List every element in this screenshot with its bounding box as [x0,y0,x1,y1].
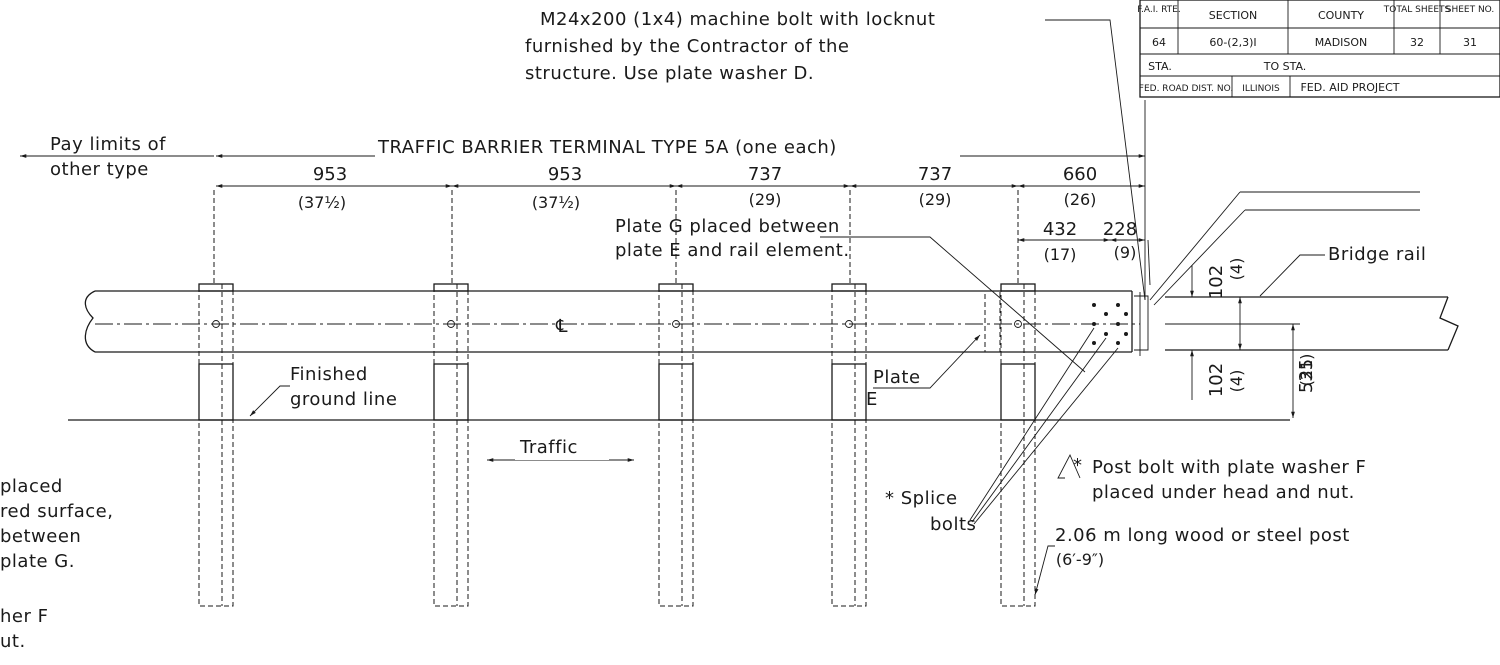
dim-21: (21) [1297,354,1316,387]
dim-102-upper: 102 [1206,265,1227,299]
post-length-note: 2.06 m long wood or steel post (6′-9″) [1034,525,1350,596]
dim-37-b: (37½) [532,193,580,212]
tb-state: ILLINOIS [1242,84,1280,94]
tb-fed-aid-project: FED. AID PROJECT [1300,81,1399,94]
plate-g-note: Plate G placed between plate E and rail … [615,216,1086,373]
dim-37-a: (37½) [298,193,346,212]
dim-4-upper: (4) [1227,258,1246,281]
tb-sta: STA. [1148,60,1172,73]
svg-text:furnished by the Contractor of: furnished by the Contractor of the [525,36,850,57]
machine-bolt-note: M24x200 (1x4) machine bolt with locknut … [525,9,1146,301]
vertical-dimensions: 102 (4) 102 (4) 535 (21) [1165,258,1317,418]
svg-text:Post bolt with plate washer F: Post bolt with plate washer F [1092,457,1366,478]
bridge-rail: Bridge rail [1147,191,1459,351]
dim-9: (9) [1114,243,1137,262]
rail-element: ℄ [84,283,1149,356]
pay-limits-note: Pay limits of other type [20,134,214,180]
svg-text:plate E and rail element.: plate E and rail element. [615,240,850,261]
tb-to-sta: TO STA. [1263,60,1307,73]
splice-bolts [1092,303,1128,345]
tb-fai-rte: 64 [1152,36,1166,49]
svg-text:between: between [0,526,81,547]
title-block: F.A.I. RTE. SECTION COUNTY TOTAL SHEETS … [1137,0,1500,98]
svg-text:placed: placed [0,476,63,497]
dim-432: 432 [1043,219,1077,240]
dim-17: (17) [1044,245,1077,264]
left-cut-off-notes: placed red surface, between plate G. her… [0,476,113,652]
post-5 [1000,190,1036,607]
dim-26: (26) [1064,190,1097,209]
svg-text:Traffic: Traffic [519,437,578,458]
svg-text:plate G.: plate G. [0,551,75,572]
svg-text:structure. Use plate washer D.: structure. Use plate washer D. [525,63,814,84]
post-spacing-dimensions: 953 (37½) 953 (37½) 737 (29) 737 (29) 66… [215,100,1146,300]
tb-header-county: COUNTY [1318,9,1364,22]
svg-text:TRAFFIC BARRIER TERMINAL TYPE: TRAFFIC BARRIER TERMINAL TYPE 5A (one ea… [377,137,837,158]
dim-953-a: 953 [313,164,347,185]
tb-section: 60-(2,3)I [1209,36,1256,49]
dim-4-lower: (4) [1227,370,1246,393]
tb-header-fai-rte: F.A.I. RTE. [1137,5,1180,15]
svg-text:M24x200 (1x4) machine bolt wit: M24x200 (1x4) machine bolt with locknut [540,9,935,30]
svg-text:ut.: ut. [0,631,26,652]
finished-ground-note: Finished ground line [249,364,397,417]
svg-text:E: E [866,389,878,410]
terminal-overall-dimension: TRAFFIC BARRIER TERMINAL TYPE 5A (one ea… [215,137,1145,160]
post-bolt-note: * Post bolt with plate washer F placed u… [1057,453,1366,503]
svg-text:ground line: ground line [290,389,397,410]
dim-953-b: 953 [548,164,582,185]
svg-text:her F: her F [0,606,48,627]
dim-29-b: (29) [919,190,952,209]
dim-29-a: (29) [749,190,782,209]
tb-total-sheets: 32 [1410,36,1424,49]
dim-535: 535 [1296,359,1317,393]
centerline-symbol: ℄ [555,316,568,337]
plate-e-note: Plate E [866,334,981,410]
traffic-arrow: Traffic [487,437,634,462]
svg-text:* Splice: * Splice [885,488,958,509]
tb-county: MADISON [1315,36,1368,49]
tb-fed-road-dist: FED. ROAD DIST. NO. [1139,84,1233,94]
svg-text:Finished: Finished [290,364,368,385]
svg-text:Bridge rail: Bridge rail [1328,244,1426,265]
svg-text:Plate G placed between: Plate G placed between [615,216,840,237]
dim-228: 228 [1103,219,1137,240]
tb-header-section: SECTION [1209,9,1257,22]
dim-737-b: 737 [918,164,952,185]
svg-text:Plate: Plate [873,367,921,388]
post-1 [198,190,234,607]
tb-header-sheet-no: SHEET NO. [1446,5,1495,15]
splice-bolts-note: * Splice bolts [885,327,1119,535]
dim-102-lower: 102 [1206,363,1227,397]
dim-660: 660 [1063,164,1097,185]
svg-text:Pay limits of: Pay limits of [50,134,166,155]
tb-header-total-sheets: TOTAL SHEETS [1383,5,1451,15]
svg-text:2.06 m long wood or steel post: 2.06 m long wood or steel post [1055,525,1350,546]
dim-737-a: 737 [748,164,782,185]
post-2 [433,190,469,607]
svg-text:placed under head and nut.: placed under head and nut. [1092,482,1355,503]
svg-text:(6′-9″): (6′-9″) [1056,550,1104,569]
svg-text:red surface,: red surface, [0,501,113,522]
tb-sheet-no: 31 [1463,36,1477,49]
svg-text:bolts: bolts [930,514,976,535]
svg-text:other type: other type [50,159,149,180]
svg-text:*: * [1073,455,1083,476]
